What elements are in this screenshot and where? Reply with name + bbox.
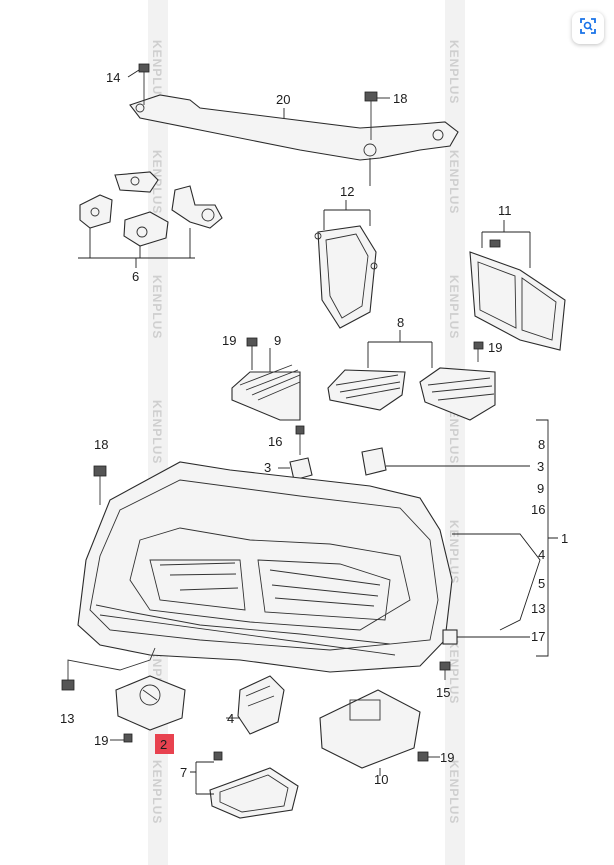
watermark-texts: KENPLUS KENPLUS KENPLUS KENPLUS KENPLUS …	[150, 40, 461, 824]
part-4-motor	[226, 675, 285, 735]
zoom-search-icon	[578, 16, 598, 41]
label-17: 17	[531, 629, 545, 644]
label-20: 20	[276, 92, 290, 107]
label-11: 11	[498, 203, 512, 218]
screw-15	[439, 661, 451, 680]
label-7: 7	[180, 765, 187, 780]
label-4: 4	[538, 547, 545, 562]
label-9: 9	[274, 333, 281, 348]
watermark-text: KENPLUS	[447, 400, 461, 464]
part-2-control-unit	[115, 675, 186, 731]
part-12-gasket	[314, 200, 378, 329]
watermark-text: KENPLUS	[447, 760, 461, 824]
highlight-label-2-box	[155, 734, 174, 754]
watermark-text: KENPLUS	[447, 275, 461, 339]
watermark-band-right	[445, 0, 465, 865]
label-8: 8	[538, 437, 545, 452]
screw-19-right	[473, 341, 484, 362]
label-13: 13	[60, 711, 74, 726]
part-3-left	[278, 457, 313, 481]
part-20-bracket	[129, 94, 459, 186]
screw-18-left	[93, 465, 107, 505]
headlamp-housing	[77, 461, 541, 673]
label-18: 18	[94, 437, 108, 452]
label-13: 13	[531, 601, 545, 616]
part-6-brackets	[78, 171, 223, 268]
label-4: 4	[227, 711, 234, 726]
label-12: 12	[340, 184, 354, 199]
part-17-clip	[442, 629, 530, 645]
label-16: 16	[268, 434, 282, 449]
part-3-right	[361, 447, 530, 476]
label-10: 10	[374, 772, 388, 787]
part-8-heatsinks	[327, 330, 496, 421]
label-14: 14	[106, 70, 120, 85]
watermark-text: KENPLUS	[447, 150, 461, 214]
part-10-ballast	[319, 689, 421, 776]
label-2-highlighted: 2	[160, 737, 167, 752]
screw-16	[295, 425, 305, 455]
screw-14	[127, 63, 150, 105]
label-5: 5	[538, 576, 545, 591]
label-19: 19	[222, 333, 236, 348]
label-16: 16	[531, 502, 545, 517]
label-18: 18	[393, 91, 407, 106]
label-19: 19	[488, 340, 502, 355]
watermark-text: KENPLUS	[150, 40, 164, 104]
watermark-text: KENPLUS	[447, 640, 461, 704]
watermark-text: KENPLUS	[447, 40, 461, 104]
part-11-frame	[469, 220, 566, 351]
watermark-text: KENPLUS	[150, 760, 164, 824]
label-6: 6	[132, 269, 139, 284]
watermark-text: KENPLUS	[150, 400, 164, 464]
label-9: 9	[537, 481, 544, 496]
part-7-gasket	[190, 751, 299, 819]
group-1-brace	[536, 419, 558, 657]
screw-19-bottom-right	[417, 751, 440, 762]
label-1: 1	[561, 531, 568, 546]
watermark-text: KENPLUS	[150, 275, 164, 339]
label-15: 15	[436, 685, 450, 700]
screw-19-bottom-left	[110, 733, 133, 743]
watermark-text: KENPLUS	[447, 520, 461, 584]
label-3: 3	[537, 459, 544, 474]
part-9-heatsink	[231, 337, 301, 421]
label-3: 3	[264, 460, 271, 475]
zoom-button[interactable]	[572, 12, 604, 44]
label-19: 19	[94, 733, 108, 748]
label-19: 19	[440, 750, 454, 765]
part-13-wire	[61, 647, 156, 691]
screw-18-top	[364, 91, 390, 140]
label-8: 8	[397, 315, 404, 330]
